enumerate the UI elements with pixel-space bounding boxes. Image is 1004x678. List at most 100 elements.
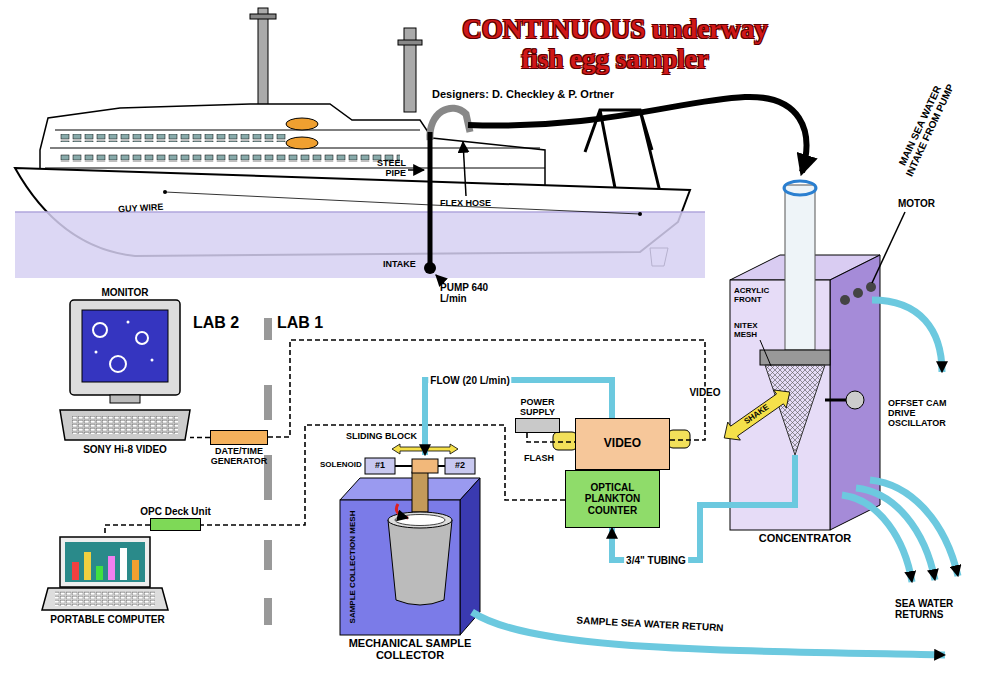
computer-drawing xyxy=(55,591,155,606)
concentrator-drawing xyxy=(840,295,850,305)
computer-drawing xyxy=(84,552,91,580)
ship xyxy=(163,190,167,194)
monitor-drawing xyxy=(110,356,126,372)
ship xyxy=(286,137,318,149)
ship xyxy=(430,108,470,140)
monitor-drawing xyxy=(127,321,130,324)
concentrator-drawing xyxy=(718,181,958,582)
ship xyxy=(638,212,642,216)
part-label: #1 xyxy=(365,460,395,470)
part-label: SEA WATER RETURNS xyxy=(895,598,977,620)
concentrator-drawing xyxy=(785,185,815,350)
part-label: SAMPLE SEA WATER RETURN xyxy=(576,615,724,634)
ship xyxy=(286,118,318,130)
computer-drawing xyxy=(65,542,145,582)
box-heading: DATE/TIME GENERATOR xyxy=(208,446,270,466)
intake-arrow xyxy=(468,97,806,172)
connector-label: FLOW (20 L/min) xyxy=(428,375,511,386)
concentrator-drawing xyxy=(760,340,771,366)
flash-cylinder xyxy=(668,430,690,448)
concentrator-drawing xyxy=(718,383,796,447)
sample-collector-drawing xyxy=(472,612,945,655)
sample-collector-drawing xyxy=(340,500,460,635)
date-time-generator: DATE/TIME GENERATOR xyxy=(210,430,268,445)
part-label: PUMP 640 L/min xyxy=(440,282,492,304)
box-heading: MECHANICAL SAMPLE COLLECTOR xyxy=(340,637,480,662)
ship xyxy=(250,14,276,19)
monitor-drawing xyxy=(110,395,140,403)
concentrator-drawing xyxy=(718,383,796,447)
monitor-drawing xyxy=(70,300,180,395)
computer-drawing xyxy=(60,537,150,587)
box-text: OPTICAL PLANKTON COUNTER xyxy=(570,482,655,516)
plankton-counter: OPTICAL PLANKTON COUNTER xyxy=(565,470,660,528)
sample-collector-drawing xyxy=(412,459,438,473)
computer-drawing xyxy=(96,566,103,580)
lab-divider xyxy=(268,318,269,625)
concentrator-drawing xyxy=(760,350,830,365)
ship xyxy=(45,130,545,168)
computer-drawing xyxy=(132,560,139,580)
monitor-drawing xyxy=(136,332,148,344)
ship xyxy=(585,110,660,192)
ship xyxy=(258,8,268,108)
part-label: FLASH xyxy=(524,453,554,463)
signal-wire xyxy=(105,525,150,535)
computer-drawing xyxy=(120,548,127,580)
concentrator-drawing xyxy=(853,288,863,298)
sample-collector-drawing xyxy=(365,458,395,474)
part-label: SOLENOID xyxy=(320,461,362,470)
sample-collector: MECHANICAL SAMPLE COLLECTOR xyxy=(340,455,480,635)
video-housing: VIDEO xyxy=(575,418,670,470)
box-heading: PORTABLE COMPUTER xyxy=(50,614,164,625)
ship xyxy=(60,154,400,162)
connector-label: VIDEO xyxy=(687,387,722,398)
concentrator-drawing xyxy=(872,212,905,283)
ship xyxy=(436,275,444,283)
computer-drawing xyxy=(42,588,168,610)
computer-drawing xyxy=(108,556,115,580)
portable-computer: PORTABLE COMPUTER xyxy=(45,535,170,612)
box-heading: OPC Deck Unit xyxy=(140,506,211,517)
sample-collector-drawing xyxy=(412,472,428,512)
concentrator-drawing xyxy=(730,455,795,505)
intake-arrow xyxy=(468,97,806,172)
box-heading: MONITOR xyxy=(101,287,148,298)
sample-collector-drawing xyxy=(396,504,408,518)
ship xyxy=(408,169,424,171)
monitor-drawing xyxy=(72,416,178,434)
concentrator-drawing xyxy=(866,282,876,292)
box-text: VIDEO xyxy=(604,437,641,450)
monitor-drawing xyxy=(93,323,107,337)
computer-drawing xyxy=(72,562,79,580)
part-label: FLEX HOSE xyxy=(440,198,491,208)
part-label: OFFSET CAM DRIVE OSCILLATOR xyxy=(888,398,960,428)
part-label: LAB 1 xyxy=(277,314,323,332)
ship xyxy=(424,262,436,274)
concentrator-drawing xyxy=(846,391,864,409)
flash-cylinder xyxy=(553,432,577,450)
ship xyxy=(398,40,422,45)
concentrator-drawing xyxy=(784,181,816,195)
connector-label: 3/4" TUBING xyxy=(624,555,688,566)
part-label: #2 xyxy=(445,460,475,470)
monitor-unit: MONITORSONY Hi-8 VIDEO xyxy=(60,300,190,442)
sample-collector-drawing xyxy=(445,458,475,474)
ship xyxy=(60,134,288,142)
box-heading: CONCENTRATOR xyxy=(759,532,851,544)
monitor-drawing xyxy=(60,300,190,440)
box-heading: SONY Hi-8 VIDEO xyxy=(83,444,167,455)
part-label: MOTOR xyxy=(898,198,935,209)
box-heading: POWER SUPPLY xyxy=(512,397,564,417)
concentrator-drawing xyxy=(856,488,935,580)
ship xyxy=(15,212,705,278)
power-supply: POWER SUPPLY xyxy=(515,418,560,433)
diagram-title: CONTINUOUS underway fish egg sampler xyxy=(445,14,785,74)
part-label: STEEL PIPE xyxy=(368,158,406,178)
sample-collector-drawing xyxy=(388,520,452,605)
sample-collector-drawing xyxy=(340,478,480,500)
